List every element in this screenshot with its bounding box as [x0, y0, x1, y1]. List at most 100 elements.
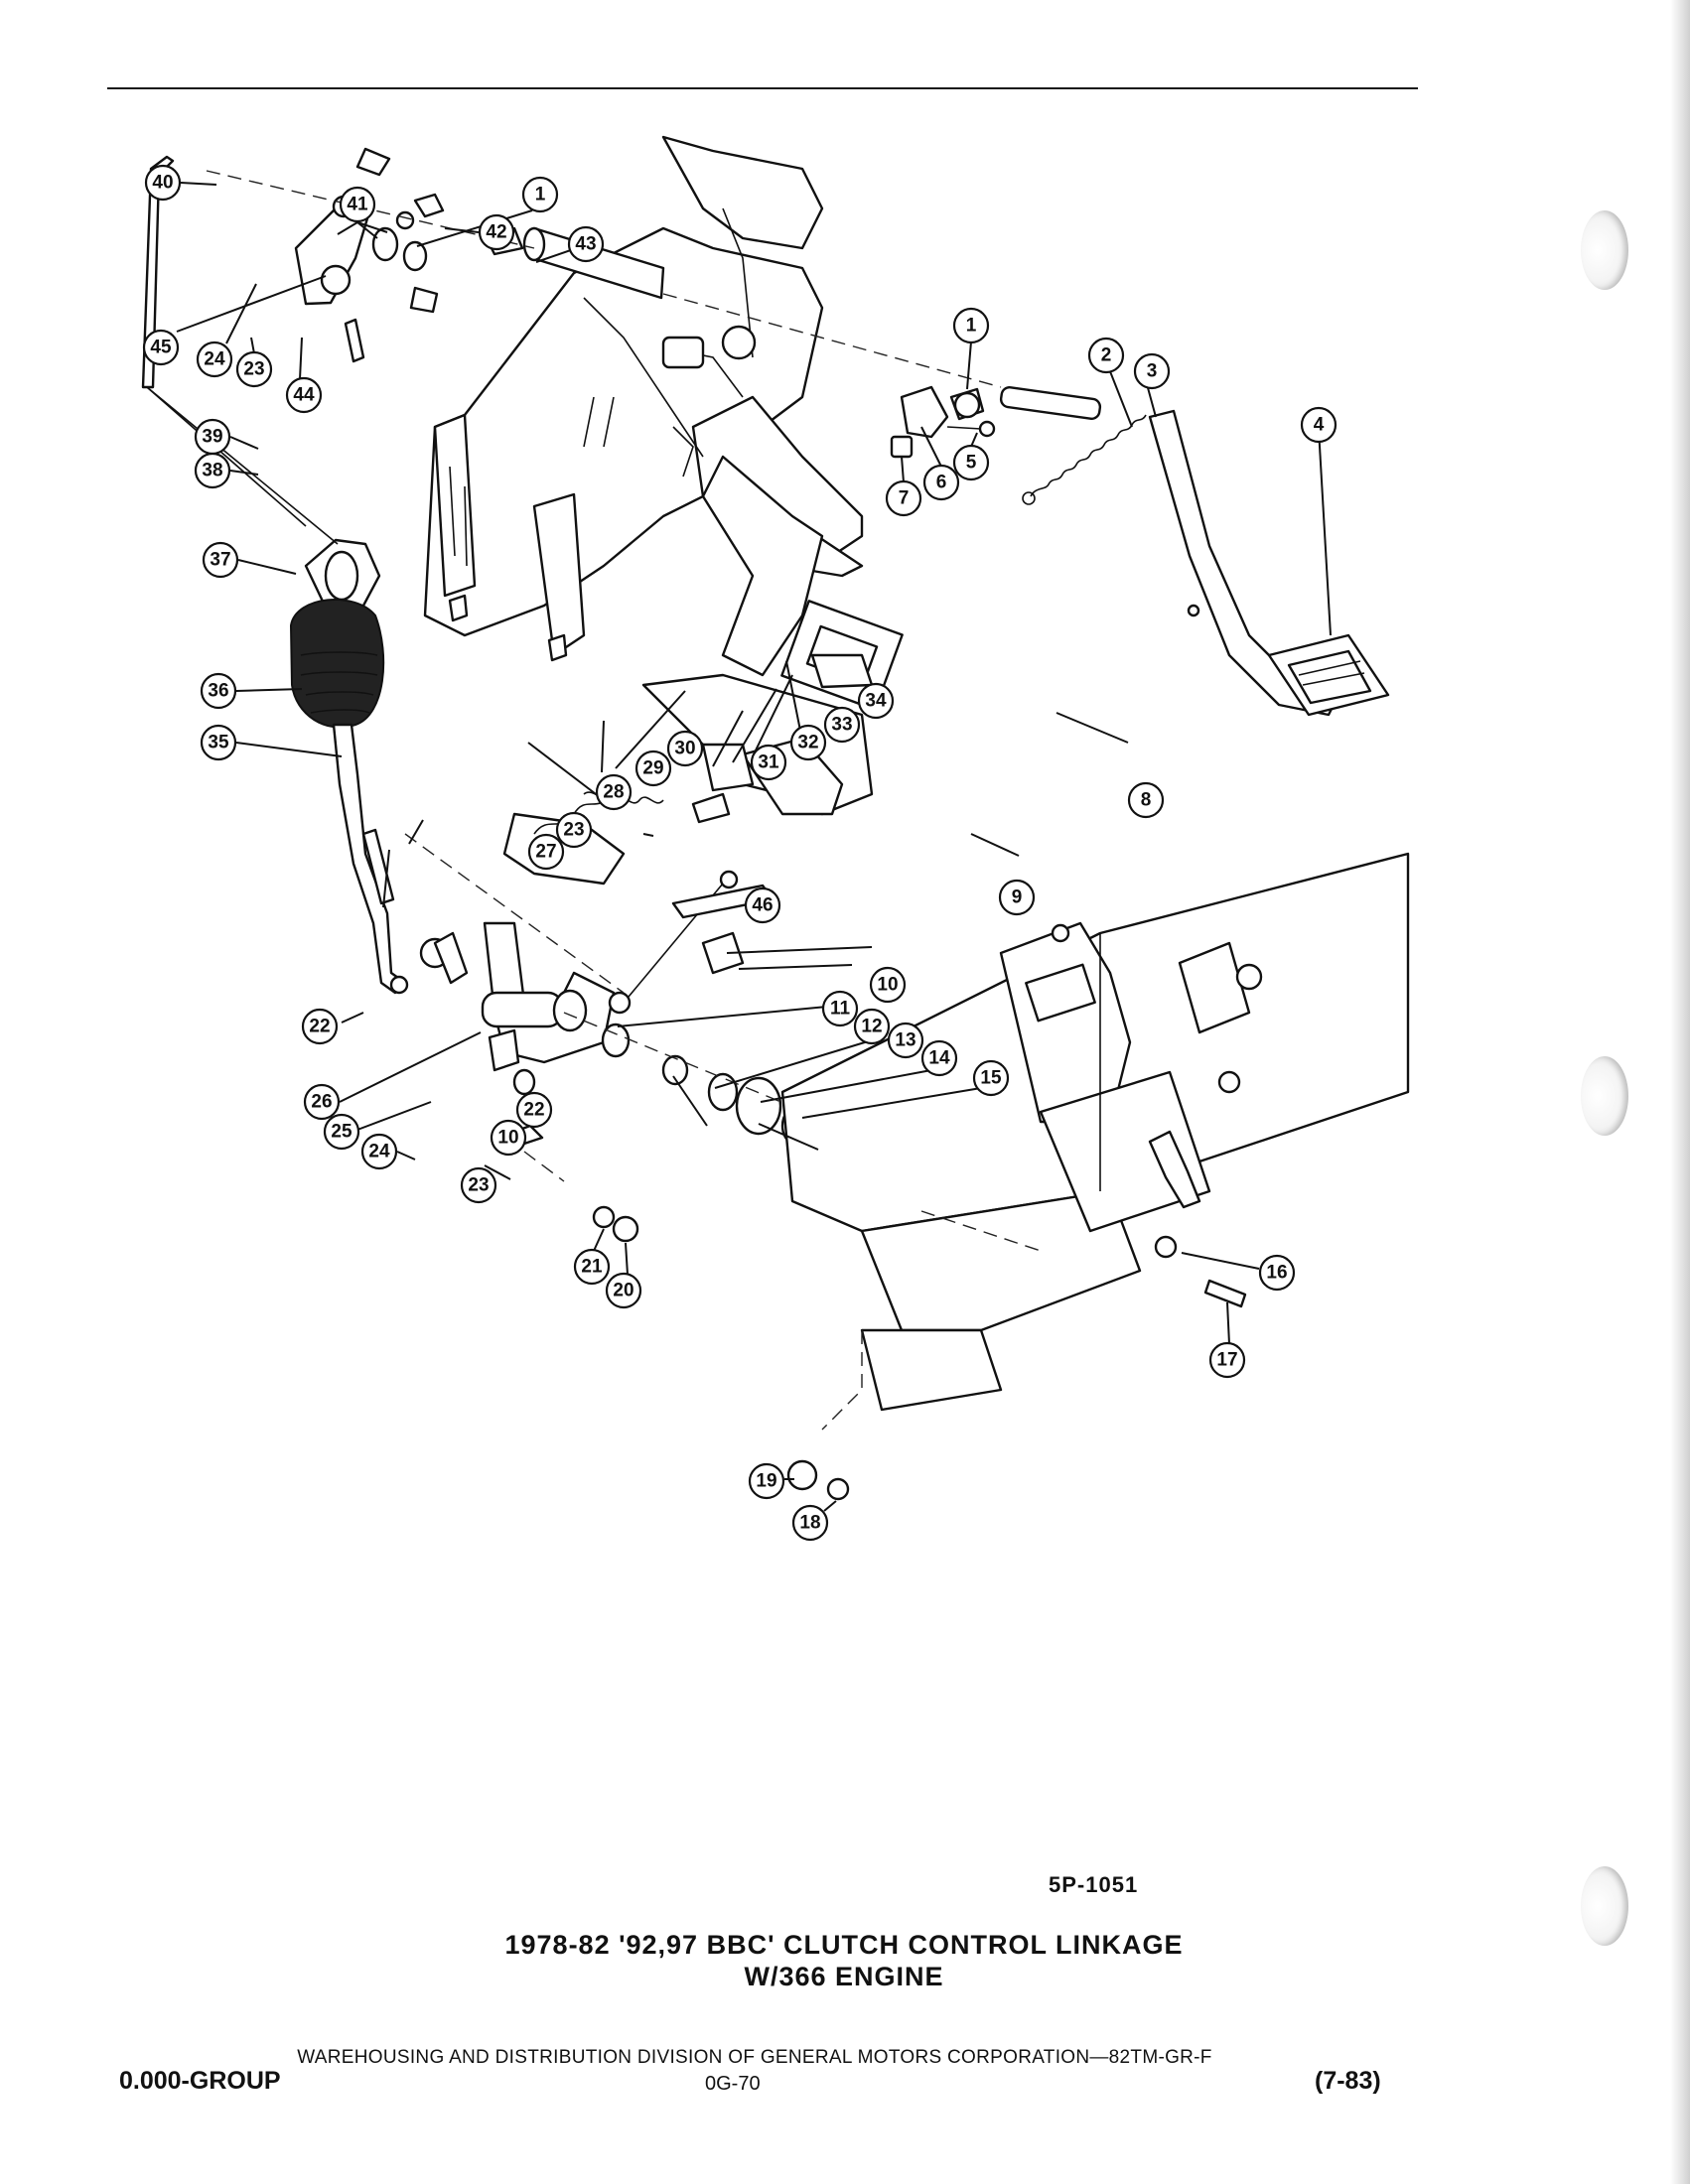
svg-text:2: 2: [1101, 345, 1112, 366]
frame-rail: [780, 852, 1410, 1431]
footer-date: (7-83): [1315, 2067, 1381, 2095]
svg-text:23: 23: [468, 1175, 489, 1196]
svg-text:12: 12: [861, 1017, 882, 1037]
pedal-support-bracket: [423, 135, 904, 711]
svg-text:35: 35: [208, 733, 229, 753]
svg-text:18: 18: [799, 1513, 820, 1534]
svg-text:29: 29: [642, 758, 663, 779]
callout-7: 7: [885, 479, 922, 517]
svg-text:22: 22: [523, 1100, 544, 1121]
callout-25: 25: [323, 1113, 360, 1151]
callout-8: 8: [1127, 781, 1165, 819]
callout-3: 3: [1133, 352, 1171, 390]
svg-text:24: 24: [368, 1142, 390, 1162]
svg-text:46: 46: [752, 895, 773, 916]
callout-23-middle: 23: [555, 811, 593, 849]
svg-text:27: 27: [535, 842, 556, 863]
callout-40: 40: [144, 164, 182, 202]
svg-text:3: 3: [1147, 361, 1158, 382]
svg-text:4: 4: [1314, 415, 1325, 436]
svg-text:16: 16: [1266, 1263, 1287, 1284]
footer-group: 0.000-GROUP: [119, 2067, 281, 2095]
svg-text:42: 42: [486, 222, 506, 243]
callout-46: 46: [744, 887, 781, 924]
svg-text:20: 20: [613, 1281, 634, 1301]
callout-15: 15: [972, 1059, 1010, 1097]
callout-45: 45: [142, 329, 180, 366]
svg-text:11: 11: [830, 999, 851, 1020]
callout-24-lower: 24: [360, 1133, 398, 1170]
callout-39: 39: [194, 418, 231, 456]
clutch-control-rod: [141, 155, 307, 527]
svg-text:7: 7: [899, 488, 910, 509]
clutch-linkage-diagram: 40 41 42 1 43 45 24 23 44 1 2 3 5 6 7 4 …: [141, 135, 1410, 1542]
svg-text:19: 19: [756, 1471, 776, 1492]
callout-24-upper: 24: [196, 341, 233, 378]
svg-text:44: 44: [293, 385, 315, 406]
svg-text:33: 33: [831, 715, 852, 736]
callout-34: 34: [857, 682, 895, 720]
callout-44: 44: [285, 376, 323, 414]
callout-41: 41: [339, 186, 376, 223]
callout-1-upper-left: 1: [521, 176, 559, 213]
svg-text:21: 21: [581, 1257, 603, 1278]
svg-text:15: 15: [980, 1068, 1002, 1089]
callout-9: 9: [998, 879, 1036, 916]
svg-text:17: 17: [1216, 1350, 1237, 1371]
page-edge-shadow: [1670, 0, 1690, 2184]
callout-36: 36: [200, 672, 237, 710]
svg-text:30: 30: [674, 739, 695, 759]
figure-caption-line-1: 1978-82 '92,97 BBC' CLUTCH CONTROL LINKA…: [504, 1930, 1184, 1960]
svg-text:6: 6: [936, 473, 947, 493]
svg-text:43: 43: [575, 234, 596, 255]
binder-hole-middle: [1581, 1056, 1628, 1136]
svg-text:45: 45: [150, 338, 172, 358]
callout-1-upper-right: 1: [952, 307, 990, 344]
callout-32: 32: [789, 724, 827, 761]
svg-text:14: 14: [928, 1048, 950, 1069]
svg-text:23: 23: [563, 820, 584, 841]
callout-5: 5: [952, 444, 990, 481]
callout-30: 30: [666, 730, 704, 767]
svg-text:13: 13: [895, 1030, 915, 1051]
svg-text:37: 37: [210, 550, 230, 571]
callout-17: 17: [1208, 1341, 1246, 1379]
svg-text:23: 23: [243, 359, 264, 380]
figure-caption-line-2: W/366 ENGINE: [744, 1962, 944, 1991]
callout-37: 37: [202, 541, 239, 579]
callout-19: 19: [748, 1462, 785, 1500]
figure-code: 5P-1051: [1049, 1872, 1139, 1897]
svg-text:26: 26: [311, 1092, 332, 1113]
callout-35: 35: [200, 724, 237, 761]
callout-13: 13: [887, 1022, 924, 1059]
callout-16: 16: [1258, 1254, 1296, 1292]
footer-division-line: WAREHOUSING AND DISTRIBUTION DIVISION OF…: [297, 2047, 1212, 2068]
svg-text:10: 10: [877, 975, 898, 996]
callout-20: 20: [605, 1272, 642, 1309]
footer-page-number: 0G-70: [705, 2073, 761, 2095]
svg-text:24: 24: [204, 349, 225, 370]
svg-text:39: 39: [202, 427, 222, 448]
callout-2: 2: [1087, 337, 1125, 374]
svg-text:36: 36: [208, 681, 228, 702]
callout-23-upper: 23: [235, 350, 273, 388]
callout-10-right: 10: [869, 966, 907, 1004]
callout-26: 26: [303, 1083, 341, 1121]
svg-text:8: 8: [1141, 790, 1152, 811]
callout-11: 11: [821, 990, 859, 1027]
svg-text:40: 40: [152, 173, 173, 194]
callout-31: 31: [750, 744, 787, 781]
callout-38: 38: [194, 452, 231, 489]
binder-hole-top: [1581, 210, 1628, 290]
callout-22-left: 22: [301, 1008, 339, 1045]
svg-text:22: 22: [309, 1017, 330, 1037]
callout-6: 6: [922, 464, 960, 501]
callout-22-right: 22: [515, 1091, 553, 1129]
pedal-return-spring: [1022, 414, 1147, 505]
clutch-pedal: [1148, 409, 1390, 717]
leader-lines: [176, 182, 1332, 1512]
callout-33: 33: [823, 706, 861, 744]
svg-text:41: 41: [347, 195, 368, 215]
callout-18: 18: [791, 1504, 829, 1542]
lower-hardware: [592, 1205, 1247, 1501]
